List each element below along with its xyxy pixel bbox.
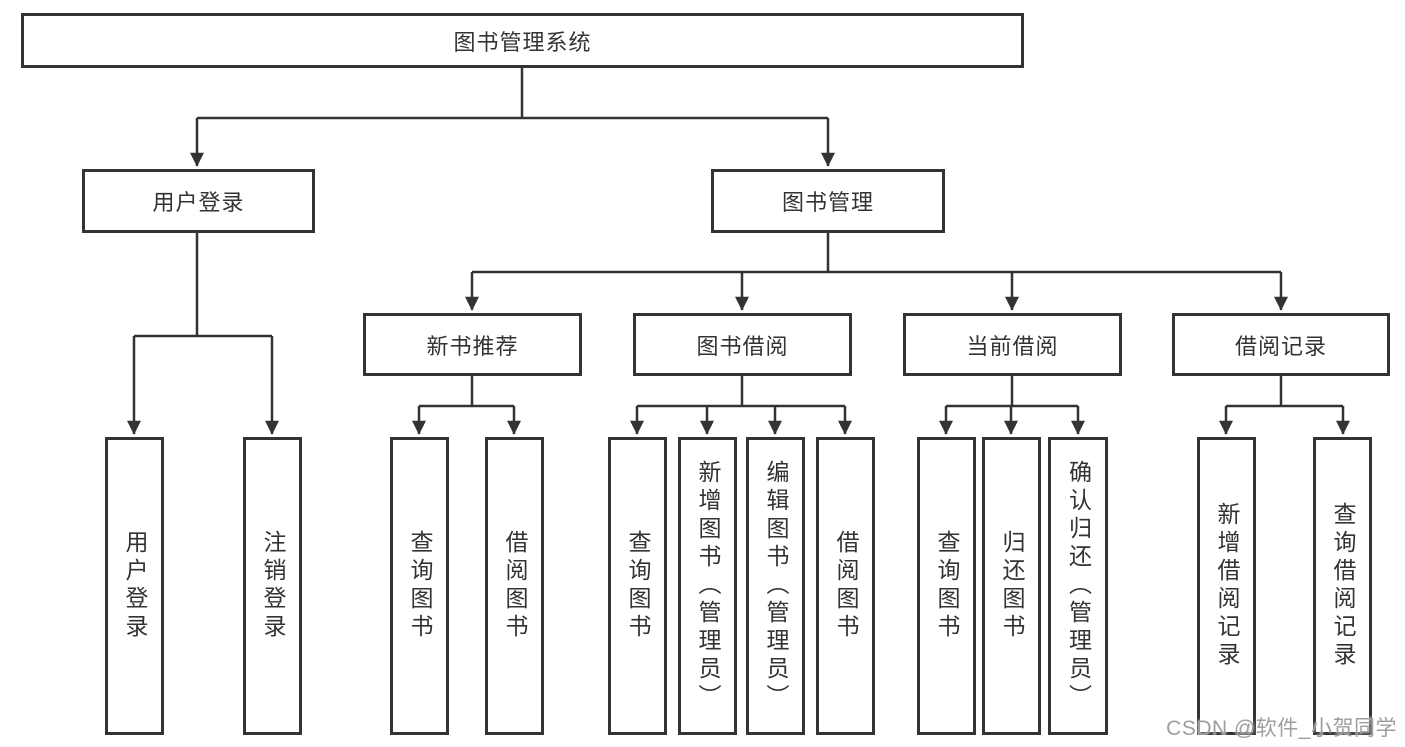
node-label: 确认归还（管理员） bbox=[1065, 460, 1092, 712]
node-current-borrow: 当前借阅 bbox=[903, 313, 1122, 376]
node-label: 编辑图书（管理员） bbox=[763, 460, 789, 712]
node-label: 借阅图书 bbox=[833, 530, 859, 642]
node-br-query-record: 查询借阅记录 bbox=[1313, 437, 1372, 735]
node-cb-confirm-return-admin: 确认归还（管理员） bbox=[1048, 437, 1108, 735]
node-login: 用户登录 bbox=[105, 437, 164, 735]
node-new-book-recommend: 新书推荐 bbox=[363, 313, 582, 376]
node-nb-query-books: 查询图书 bbox=[390, 437, 449, 735]
node-br-add-record: 新增借阅记录 bbox=[1197, 437, 1256, 735]
node-label: 用户登录 bbox=[122, 530, 148, 642]
node-label: 归还图书 bbox=[999, 530, 1025, 642]
node-label: 新增借阅记录 bbox=[1214, 502, 1240, 670]
node-label: 新增图书（管理员） bbox=[695, 460, 721, 712]
node-book-management: 图书管理 bbox=[711, 169, 945, 233]
node-bb-edit-books-admin: 编辑图书（管理员） bbox=[746, 437, 805, 735]
node-label: 查询图书 bbox=[407, 530, 433, 642]
node-bb-borrow-books: 借阅图书 bbox=[816, 437, 875, 735]
node-book-borrow: 图书借阅 bbox=[633, 313, 852, 376]
node-bb-query-books: 查询图书 bbox=[608, 437, 667, 735]
node-cb-return-books: 归还图书 bbox=[982, 437, 1041, 735]
node-label: 查询借阅记录 bbox=[1330, 502, 1356, 670]
node-label: 借阅图书 bbox=[502, 530, 528, 642]
node-root-system: 图书管理系统 bbox=[21, 13, 1024, 68]
node-cb-query-books: 查询图书 bbox=[917, 437, 976, 735]
node-label: 查询图书 bbox=[934, 530, 960, 642]
node-bb-add-books-admin: 新增图书（管理员） bbox=[678, 437, 737, 735]
node-nb-borrow-books: 借阅图书 bbox=[485, 437, 544, 735]
node-label: 查询图书 bbox=[625, 530, 651, 642]
watermark: CSDN @软件_小贺同学 bbox=[1166, 717, 1397, 740]
node-logout: 注销登录 bbox=[243, 437, 302, 735]
node-borrow-records: 借阅记录 bbox=[1172, 313, 1390, 376]
node-user-login: 用户登录 bbox=[82, 169, 315, 233]
node-label: 注销登录 bbox=[260, 530, 286, 642]
